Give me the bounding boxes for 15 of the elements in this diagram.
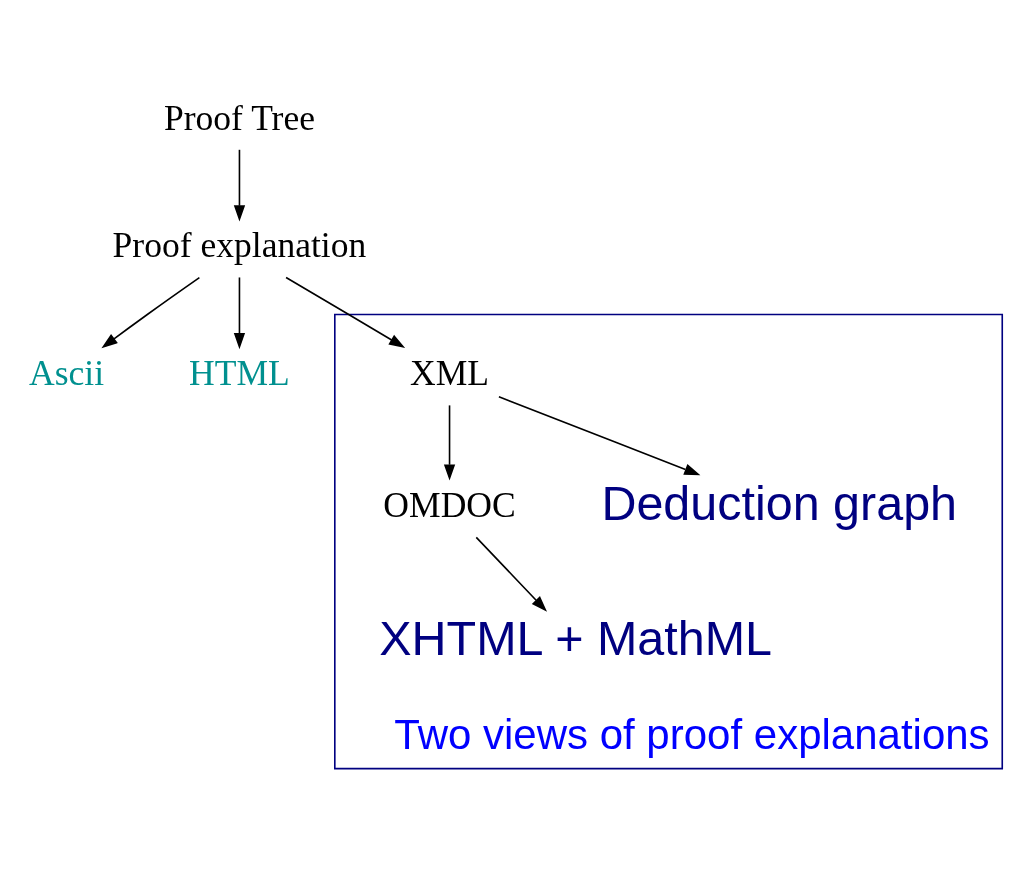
arrow — [101, 276, 201, 348]
node-text: Proof explanation — [112, 224, 367, 265]
arrow — [233, 276, 246, 349]
node-text: Proof Tree — [163, 97, 315, 138]
arrow — [443, 404, 456, 481]
arrow — [285, 276, 406, 348]
arrow — [475, 536, 548, 612]
arrow — [233, 148, 246, 222]
node-text: XML — [410, 352, 490, 393]
node-text: Ascii — [29, 352, 105, 393]
node-text: HTML — [189, 352, 290, 393]
arrow — [498, 395, 701, 475]
node-text: Deduction graph — [601, 475, 958, 530]
node-text: OMDOC — [383, 484, 516, 525]
node-text: XHTML + MathML — [379, 610, 772, 665]
